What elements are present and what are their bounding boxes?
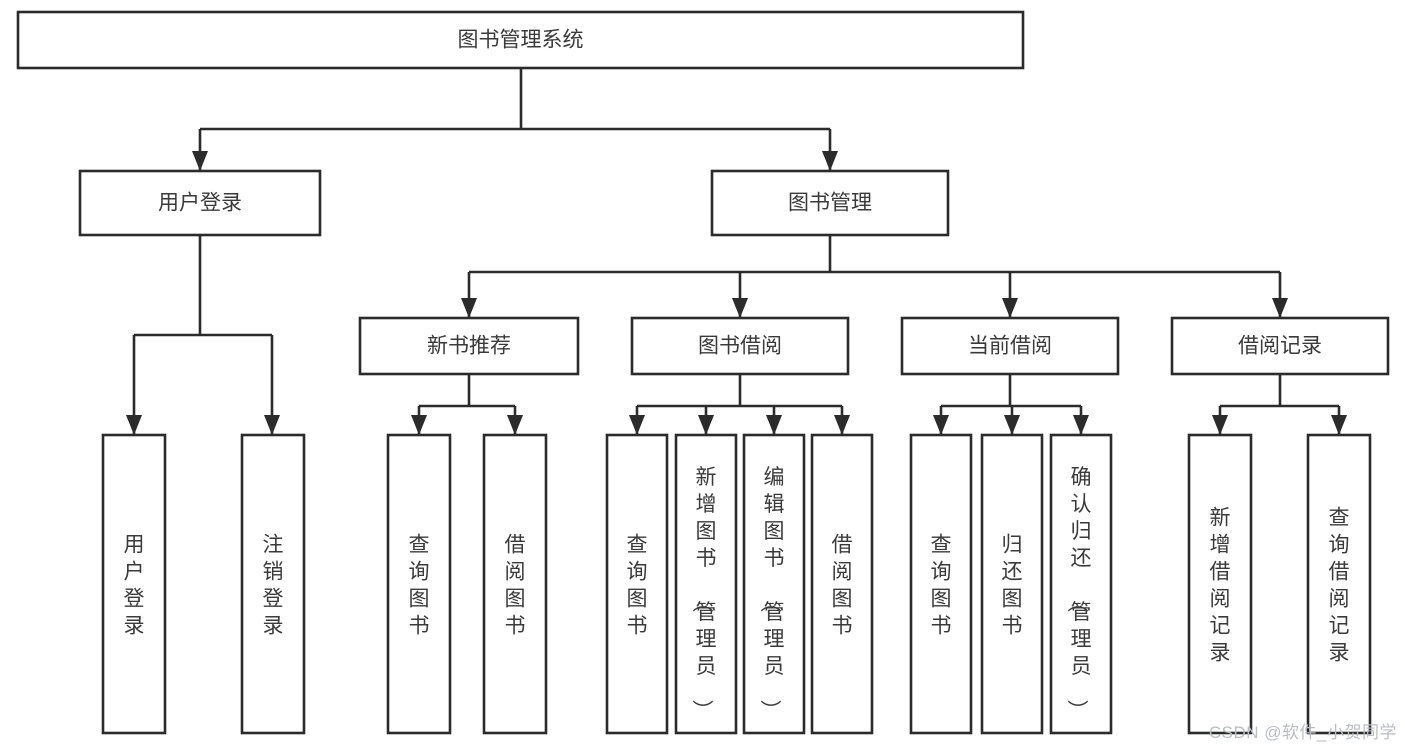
- arrow-head-icon: [698, 415, 714, 435]
- node-box-root[interactable]: [16, 10, 1025, 70]
- node-box-leaf-logout-login[interactable]: [240, 433, 306, 735]
- node-leaf-borrow-book-1[interactable]: 借阅图书: [482, 433, 548, 735]
- node-label-leaf-confirm-return: 确认归还（管理员）: [1066, 466, 1092, 721]
- node-label-leaf-add-book: 新增图书（管理员）: [691, 466, 717, 721]
- arrow-head-icon: [629, 415, 645, 435]
- node-box-leaf-add-book[interactable]: [674, 433, 738, 735]
- node-label-leaf-borrow-book-2: 借阅图书: [832, 533, 853, 637]
- node-box-leaf-user-login[interactable]: [101, 433, 167, 735]
- node-box-leaf-query-record[interactable]: [1306, 433, 1372, 735]
- node-box-leaf-add-record[interactable]: [1187, 433, 1253, 735]
- node-label-borrow-record: 借阅记录: [1238, 335, 1322, 358]
- node-label-leaf-query-book-2: 查询图书: [627, 533, 648, 637]
- node-label-current-borrow: 当前借阅: [968, 335, 1052, 358]
- node-box-book-manage[interactable]: [710, 169, 950, 237]
- node-box-leaf-query-book-1[interactable]: [386, 433, 452, 735]
- node-book-manage[interactable]: 图书管理: [710, 169, 950, 237]
- node-leaf-query-book-2[interactable]: 查询图书: [605, 433, 669, 735]
- node-leaf-edit-book[interactable]: 编辑图书（管理员）: [742, 433, 806, 735]
- node-current-borrow[interactable]: 当前借阅: [900, 316, 1120, 376]
- node-leaf-query-book-1[interactable]: 查询图书: [386, 433, 452, 735]
- arrow-head-icon: [264, 415, 280, 435]
- node-box-leaf-query-book-2[interactable]: [605, 433, 669, 735]
- node-box-user-login[interactable]: [78, 169, 322, 237]
- node-label-leaf-query-book-1: 查询图书: [409, 533, 430, 637]
- node-book-borrow[interactable]: 图书借阅: [630, 316, 850, 376]
- node-box-new-book-recommend[interactable]: [358, 316, 580, 376]
- arrow-head-icon: [1073, 415, 1089, 435]
- node-box-leaf-query-book-3[interactable]: [909, 433, 973, 735]
- node-label-leaf-query-book-3: 查询图书: [931, 533, 952, 637]
- node-leaf-logout-login[interactable]: 注销登录: [240, 433, 306, 735]
- arrow-head-icon: [126, 415, 142, 435]
- arrow-head-icon: [834, 415, 850, 435]
- arrow-head-icon: [1002, 298, 1018, 318]
- arrow-head-icon: [411, 415, 427, 435]
- node-label-leaf-add-record: 新增借阅记录: [1210, 506, 1231, 664]
- node-root[interactable]: 图书管理系统: [16, 10, 1025, 70]
- connector-layer: [126, 68, 1347, 435]
- node-leaf-add-record[interactable]: 新增借阅记录: [1187, 433, 1253, 735]
- node-box-leaf-edit-book[interactable]: [742, 433, 806, 735]
- node-leaf-query-record[interactable]: 查询借阅记录: [1306, 433, 1372, 735]
- arrow-head-icon: [1272, 298, 1288, 318]
- node-label-leaf-user-login: 用户登录: [124, 533, 145, 637]
- csdn-watermark: CSDN @软件_小贺同学: [1208, 723, 1397, 742]
- node-label-leaf-edit-book: 编辑图书（管理员）: [759, 466, 785, 721]
- node-box-leaf-borrow-book-1[interactable]: [482, 433, 548, 735]
- arrow-head-icon: [1212, 415, 1228, 435]
- arrow-head-icon: [1004, 415, 1020, 435]
- arrow-head-icon: [933, 415, 949, 435]
- arrow-head-icon: [1331, 415, 1347, 435]
- node-leaf-return-book[interactable]: 归还图书: [980, 433, 1044, 735]
- node-leaf-user-login[interactable]: 用户登录: [101, 433, 167, 735]
- node-leaf-query-book-3[interactable]: 查询图书: [909, 433, 973, 735]
- arrow-head-icon: [192, 151, 208, 171]
- arrow-head-icon: [507, 415, 523, 435]
- node-label-book-manage: 图书管理: [788, 192, 872, 215]
- node-label-leaf-return-book: 归还图书: [1002, 533, 1023, 637]
- arrow-head-icon: [461, 298, 477, 318]
- node-label-root: 图书管理系统: [458, 29, 584, 52]
- node-box-current-borrow[interactable]: [900, 316, 1120, 376]
- node-label-new-book-recommend: 新书推荐: [427, 335, 511, 358]
- node-leaf-borrow-book-2[interactable]: 借阅图书: [810, 433, 874, 735]
- node-borrow-record[interactable]: 借阅记录: [1170, 316, 1390, 376]
- node-box-leaf-return-book[interactable]: [980, 433, 1044, 735]
- node-box-leaf-borrow-book-2[interactable]: [810, 433, 874, 735]
- node-box-borrow-record[interactable]: [1170, 316, 1390, 376]
- node-label-book-borrow: 图书借阅: [698, 335, 782, 358]
- arrow-head-icon: [766, 415, 782, 435]
- arrow-head-icon: [822, 151, 838, 171]
- node-label-leaf-query-record: 查询借阅记录: [1329, 506, 1350, 664]
- node-user-login[interactable]: 用户登录: [78, 169, 322, 237]
- node-label-user-login: 用户登录: [158, 192, 242, 215]
- arrow-head-icon: [732, 298, 748, 318]
- node-new-book-recommend[interactable]: 新书推荐: [358, 316, 580, 376]
- node-label-leaf-borrow-book-1: 借阅图书: [505, 533, 526, 637]
- node-box-book-borrow[interactable]: [630, 316, 850, 376]
- node-leaf-confirm-return[interactable]: 确认归还（管理员）: [1049, 433, 1113, 735]
- node-leaf-add-book[interactable]: 新增图书（管理员）: [674, 433, 738, 735]
- node-label-leaf-logout-login: 注销登录: [263, 533, 284, 637]
- node-box-leaf-confirm-return[interactable]: [1049, 433, 1113, 735]
